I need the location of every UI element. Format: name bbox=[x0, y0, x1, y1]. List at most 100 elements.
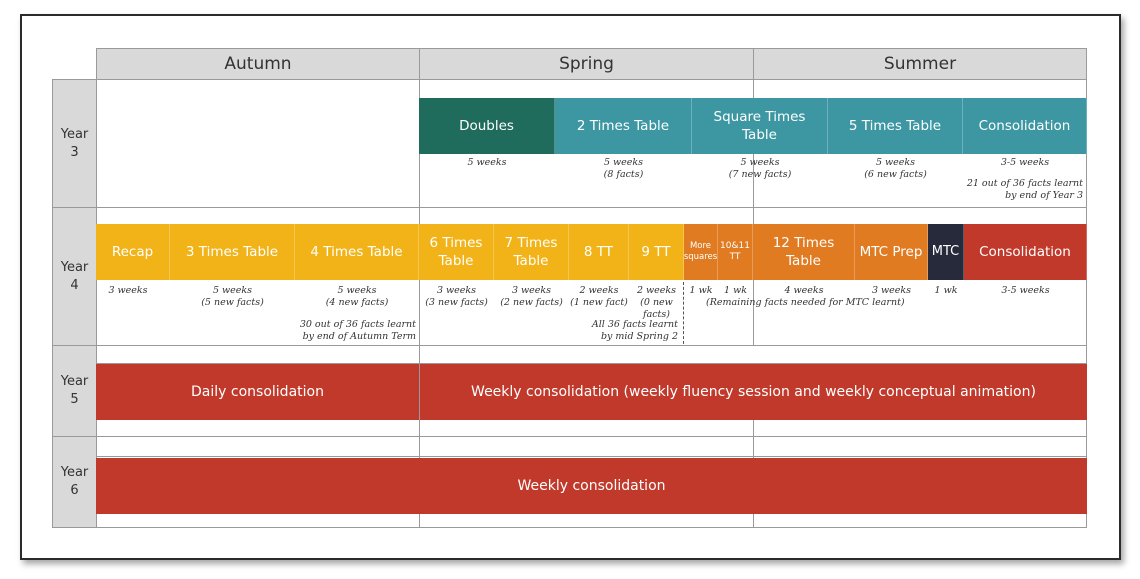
note-line: (8 facts) bbox=[603, 169, 644, 180]
term-header-autumn: Autumn bbox=[96, 48, 420, 80]
block-6-times-table: 6 Times Table bbox=[419, 224, 494, 280]
note-line: (6 new facts) bbox=[864, 169, 927, 180]
year-label: Year bbox=[60, 126, 89, 142]
note-line: by mid Spring 2 bbox=[600, 331, 678, 342]
note: 2 weeks(1 new fact) bbox=[569, 285, 629, 309]
note-line: (7 new facts) bbox=[728, 169, 792, 180]
note-line: 3-5 weeks bbox=[1000, 157, 1050, 168]
note: 3 weeks bbox=[96, 285, 160, 297]
note-line: 3 weeks bbox=[871, 285, 912, 296]
year-header-4: Year 4 bbox=[52, 207, 97, 346]
note: 3 weeks bbox=[855, 285, 928, 297]
note: 1 wk bbox=[684, 285, 718, 297]
term-header-summer: Summer bbox=[753, 48, 1087, 80]
block-3-times-table: 3 Times Table bbox=[170, 224, 295, 280]
year-number: 3 bbox=[70, 144, 79, 160]
term-header-spring: Spring bbox=[419, 48, 754, 80]
block-5-times-table: 5 Times Table bbox=[828, 98, 963, 154]
strip bbox=[96, 419, 1087, 437]
note: 1 wk bbox=[718, 285, 753, 297]
block-mtc-prep: MTC Prep bbox=[855, 224, 928, 280]
note-line: 4 weeks bbox=[784, 285, 824, 296]
block-consolidation-y3: Consolidation bbox=[963, 98, 1087, 154]
block-9-tt: 9 TT bbox=[629, 224, 684, 280]
block-weekly-consolidation-y5: Weekly consolidation (weekly fluency ses… bbox=[420, 364, 1087, 420]
year-number: 5 bbox=[70, 392, 79, 407]
note: 5 weeks(6 new facts) bbox=[828, 157, 963, 181]
note-line: 2 weeks bbox=[636, 285, 677, 296]
note: 5 weeks bbox=[419, 157, 555, 169]
block-8-tt: 8 TT bbox=[569, 224, 629, 280]
note-line: 5 weeks bbox=[603, 157, 644, 168]
note-line: 5 weeks bbox=[875, 157, 916, 168]
note-line: 3 weeks bbox=[436, 285, 477, 296]
year-header-3: Year 3 bbox=[52, 79, 97, 208]
term-divider bbox=[419, 79, 420, 528]
note: 5 weeks(4 new facts) bbox=[295, 285, 419, 309]
block-weekly-consolidation-y6: Weekly consolidation bbox=[96, 458, 1087, 514]
note-line: 3 weeks bbox=[511, 285, 552, 296]
note: (Remaining facts needed for MTC learnt) bbox=[706, 297, 905, 309]
year-number: 6 bbox=[70, 483, 79, 498]
year-label: Year bbox=[60, 374, 89, 389]
block-mtc: MTC bbox=[928, 224, 964, 280]
block-7-times-table: 7 Times Table bbox=[494, 224, 569, 280]
note-line: 5 weeks bbox=[212, 285, 253, 296]
note: 3 weeks(3 new facts) bbox=[419, 285, 494, 309]
note-line: 1 wk bbox=[934, 285, 958, 296]
note-line: 3 weeks bbox=[108, 285, 148, 296]
note-line: 5 weeks bbox=[467, 157, 507, 168]
note-line: 3-5 weeks bbox=[1001, 285, 1050, 296]
dashed-divider bbox=[683, 282, 684, 344]
note: 3-5 weeks bbox=[964, 285, 1087, 297]
block-12-times-table: 12 Times Table bbox=[753, 224, 855, 280]
note-line: (4 new facts) bbox=[325, 297, 389, 308]
note-line: 21 out of 36 facts learnt bbox=[966, 178, 1083, 189]
block-daily-consolidation: Daily consolidation bbox=[96, 364, 419, 420]
note-line: (Remaining facts needed for MTC learnt) bbox=[706, 297, 905, 308]
note: 3-5 weeks bbox=[963, 157, 1087, 169]
strip bbox=[96, 513, 1087, 528]
strip bbox=[96, 436, 1087, 457]
note-line: by end of Autumn Term bbox=[302, 331, 416, 342]
note-line: facts) bbox=[643, 309, 670, 320]
note-line: (2 new facts) bbox=[500, 297, 563, 308]
note: 3 weeks(2 new facts) bbox=[494, 285, 569, 309]
note-line: 2 weeks bbox=[579, 285, 619, 296]
note-line: (1 new fact) bbox=[570, 297, 628, 308]
block-square-times-table: Square Times Table bbox=[692, 98, 828, 154]
note-line: 30 out of 36 facts learnt bbox=[299, 319, 416, 330]
note: 4 weeks bbox=[753, 285, 855, 297]
year-label: Year bbox=[60, 465, 89, 480]
block-4-times-table: 4 Times Table bbox=[295, 224, 419, 280]
note: 5 weeks(5 new facts) bbox=[170, 285, 295, 309]
note: 5 weeks(8 facts) bbox=[555, 157, 692, 181]
note-line: 5 weeks bbox=[740, 157, 780, 168]
note-line: (0 new bbox=[640, 297, 673, 308]
note: 1 wk bbox=[928, 285, 964, 297]
strip bbox=[96, 207, 1087, 225]
note-line: by end of Year 3 bbox=[1005, 190, 1083, 201]
block-10-11-tt: 10&11 TT bbox=[718, 224, 753, 280]
year-number: 4 bbox=[70, 277, 79, 293]
block-doubles: Doubles bbox=[419, 98, 555, 154]
block-2-times-table: 2 Times Table bbox=[555, 98, 692, 154]
block-consolidation-y4: Consolidation bbox=[964, 224, 1087, 280]
term-divider bbox=[753, 79, 754, 345]
year-header-5: Year 5 bbox=[52, 345, 97, 437]
note-line: 5 weeks bbox=[337, 285, 377, 296]
note-line: (3 new facts) bbox=[425, 297, 488, 308]
strip bbox=[96, 345, 1087, 364]
note: 5 weeks(7 new facts) bbox=[692, 157, 828, 181]
note-line: All 36 facts learnt bbox=[591, 319, 678, 330]
note-line: 1 wk bbox=[689, 285, 713, 296]
note-line: 1 wk bbox=[724, 285, 747, 296]
year-label: Year bbox=[60, 259, 89, 275]
block-recap: Recap bbox=[96, 224, 170, 280]
note-line: (5 new facts) bbox=[201, 297, 264, 308]
block-more-squares: More squares bbox=[684, 224, 718, 280]
